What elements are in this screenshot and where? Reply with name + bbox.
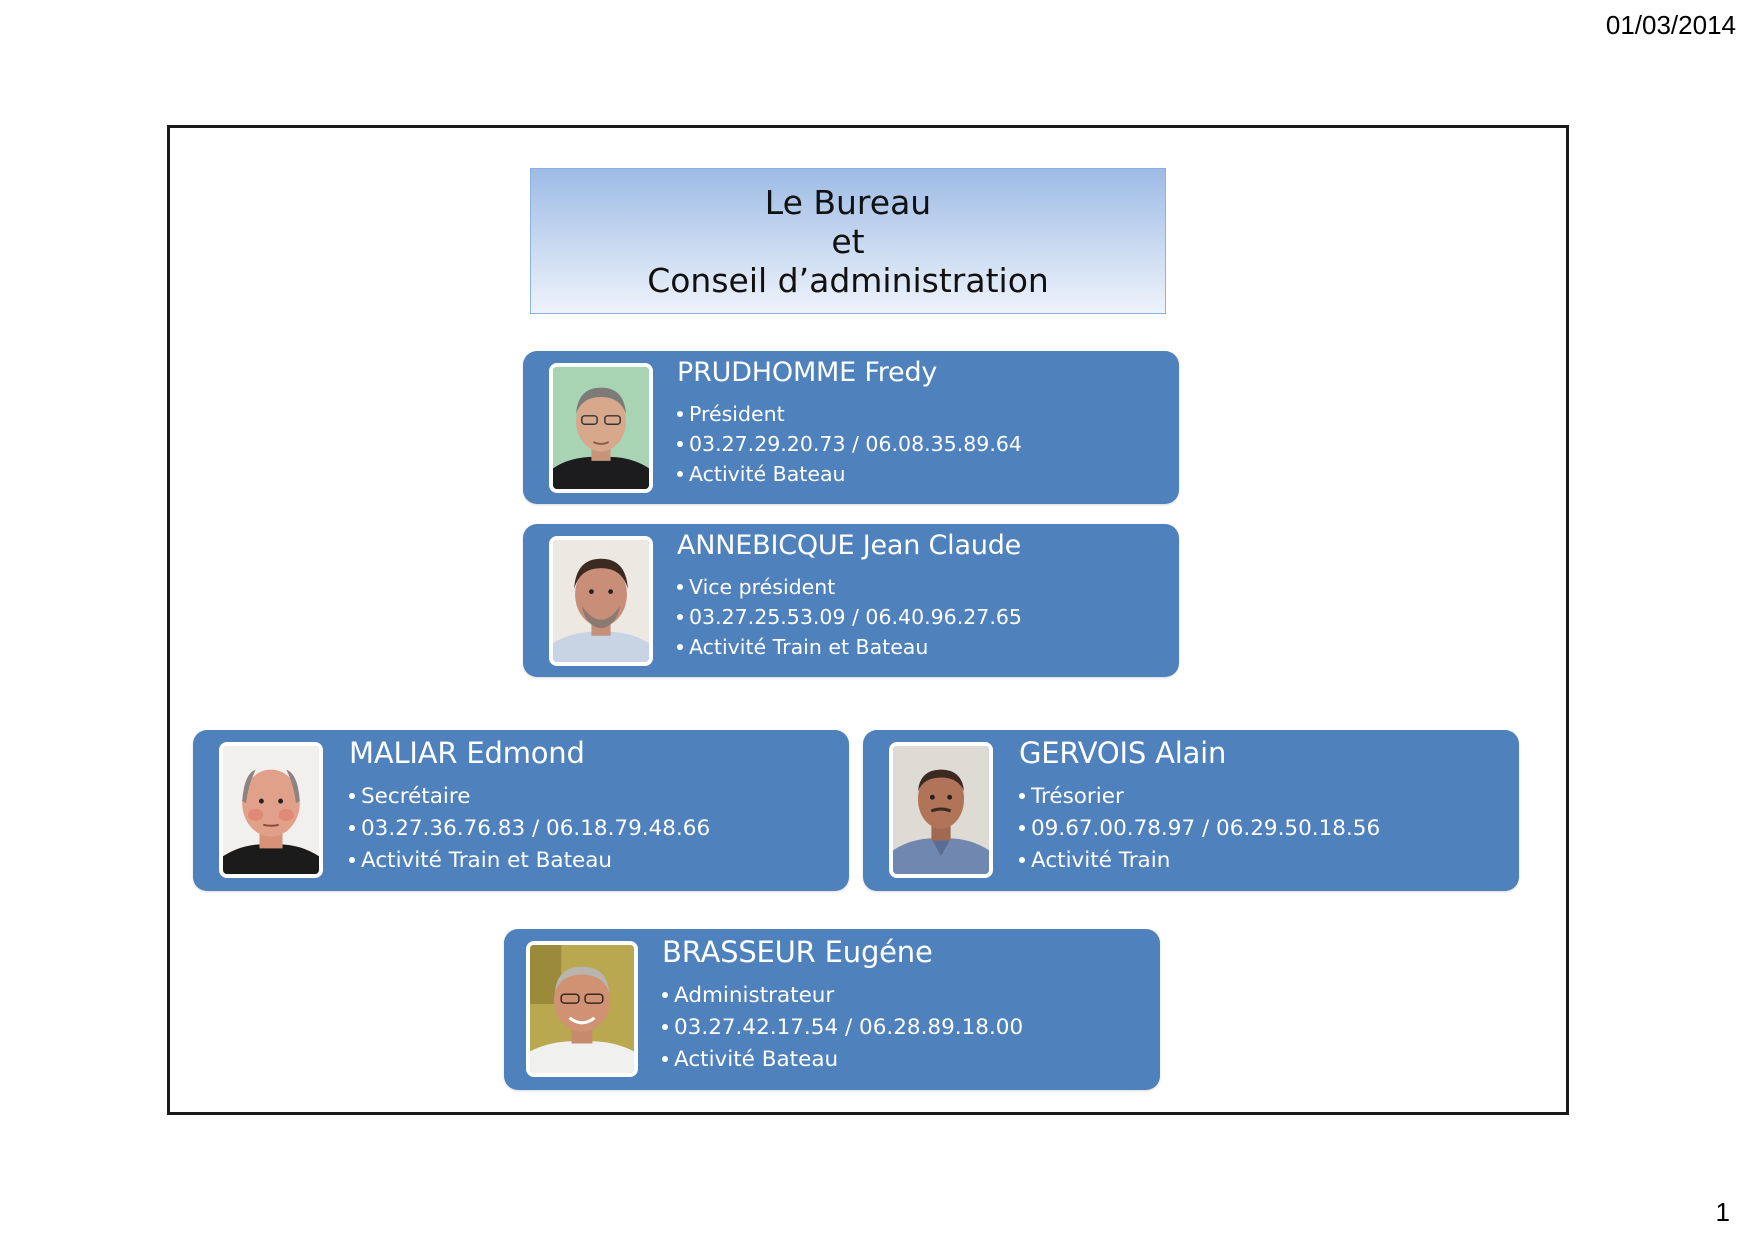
bullet-icon xyxy=(1019,857,1025,863)
member-card-treasurer: GERVOIS Alain Trésorier 09.67.00.78.97 /… xyxy=(863,730,1519,891)
member-phones: 03.27.42.17.54 / 06.28.89.18.00 xyxy=(662,1011,1023,1043)
member-activity: Activité Train et Bateau xyxy=(677,632,1022,662)
bullet-icon xyxy=(349,793,355,799)
member-name: PRUDHOMME Fredy xyxy=(677,357,938,388)
member-phones: 09.67.00.78.97 / 06.29.50.18.56 xyxy=(1019,812,1380,844)
member-role-text: Administrateur xyxy=(674,982,835,1008)
member-phones-text: 03.27.42.17.54 / 06.28.89.18.00 xyxy=(674,1014,1024,1040)
member-activity-text: Activité Train xyxy=(1031,847,1171,873)
member-role: Administrateur xyxy=(662,979,1023,1011)
page-number: 1 xyxy=(1715,1197,1730,1227)
bullet-icon xyxy=(677,584,683,590)
member-card-vice-president: ANNEBICQUE Jean Claude Vice président 03… xyxy=(523,524,1179,677)
title-line-2: et xyxy=(831,221,865,261)
bullet-icon xyxy=(1019,825,1025,831)
bullet-icon xyxy=(662,1024,668,1030)
member-phones-text: 03.27.36.76.83 / 06.18.79.48.66 xyxy=(361,815,711,841)
member-role-text: Président xyxy=(689,402,785,426)
member-role: Secrétaire xyxy=(349,780,710,812)
member-activity-text: Activité Bateau xyxy=(689,462,846,486)
member-phones: 03.27.25.53.09 / 06.40.96.27.65 xyxy=(677,602,1022,632)
member-role: Président xyxy=(677,399,1022,429)
bullet-icon xyxy=(677,614,683,620)
member-card-secretary: MALIAR Edmond Secrétaire 03.27.36.76.83 … xyxy=(193,730,849,891)
portrait-photo xyxy=(549,363,653,493)
bullet-icon xyxy=(677,644,683,650)
bullet-icon xyxy=(349,825,355,831)
member-activity-text: Activité Bateau xyxy=(674,1046,839,1072)
portrait-photo xyxy=(549,536,653,666)
member-phones-text: 03.27.25.53.09 / 06.40.96.27.65 xyxy=(689,605,1022,629)
bullet-icon xyxy=(677,471,683,477)
member-name: MALIAR Edmond xyxy=(349,736,585,770)
member-activity-text: Activité Train et Bateau xyxy=(361,847,613,873)
title-line-3: Conseil d’administration xyxy=(647,260,1049,300)
member-role-text: Trésorier xyxy=(1031,783,1124,809)
slide-frame: Le Bureau et Conseil d’administration PR… xyxy=(167,125,1569,1115)
bullet-icon xyxy=(677,411,683,417)
member-role: Trésorier xyxy=(1019,780,1380,812)
portrait-photo xyxy=(889,742,993,878)
member-activity: Activité Bateau xyxy=(662,1043,1023,1075)
member-details: Secrétaire 03.27.36.76.83 / 06.18.79.48.… xyxy=(349,780,710,876)
member-name: GERVOIS Alain xyxy=(1019,736,1227,770)
member-details: Trésorier 09.67.00.78.97 / 06.29.50.18.5… xyxy=(1019,780,1380,876)
member-details: Administrateur 03.27.42.17.54 / 06.28.89… xyxy=(662,979,1023,1075)
bullet-icon xyxy=(349,857,355,863)
portrait-photo xyxy=(219,742,323,878)
bullet-icon xyxy=(662,992,668,998)
bullet-icon xyxy=(677,441,683,447)
bullet-icon xyxy=(1019,793,1025,799)
member-activity-text: Activité Train et Bateau xyxy=(689,635,929,659)
slide-title-box: Le Bureau et Conseil d’administration xyxy=(530,168,1166,314)
member-phones: 03.27.36.76.83 / 06.18.79.48.66 xyxy=(349,812,710,844)
title-line-1: Le Bureau xyxy=(764,182,932,222)
member-name: BRASSEUR Eugéne xyxy=(662,935,933,969)
member-phones-text: 03.27.29.20.73 / 06.08.35.89.64 xyxy=(689,432,1022,456)
member-phones-text: 09.67.00.78.97 / 06.29.50.18.56 xyxy=(1031,815,1381,841)
bullet-icon xyxy=(662,1056,668,1062)
member-card-president: PRUDHOMME Fredy Président 03.27.29.20.73… xyxy=(523,351,1179,504)
portrait-photo xyxy=(526,941,638,1077)
member-details: Vice président 03.27.25.53.09 / 06.40.96… xyxy=(677,572,1022,662)
member-card-administrator: BRASSEUR Eugéne Administrateur 03.27.42.… xyxy=(504,929,1160,1090)
member-details: Président 03.27.29.20.73 / 06.08.35.89.6… xyxy=(677,399,1022,489)
member-role: Vice président xyxy=(677,572,1022,602)
document-date: 01/03/2014 xyxy=(1605,10,1736,40)
member-phones: 03.27.29.20.73 / 06.08.35.89.64 xyxy=(677,429,1022,459)
member-activity: Activité Train et Bateau xyxy=(349,844,710,876)
member-name: ANNEBICQUE Jean Claude xyxy=(677,530,1022,561)
member-activity: Activité Train xyxy=(1019,844,1380,876)
member-role-text: Vice président xyxy=(689,575,836,599)
member-role-text: Secrétaire xyxy=(361,783,471,809)
member-activity: Activité Bateau xyxy=(677,459,1022,489)
